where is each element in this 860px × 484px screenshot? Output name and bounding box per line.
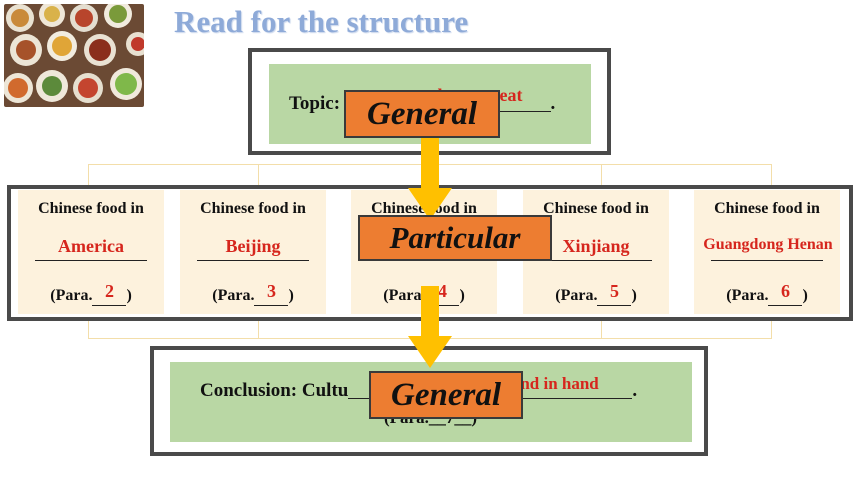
column-label: Chinese food in [714,200,820,217]
column-para: (Para. 5) [523,281,669,306]
column-blank-line [35,260,147,261]
para-number: 5 [609,281,619,301]
column-blank-line [711,260,823,261]
para-column: Chinese food in Beijing (Para. 3) [180,190,326,314]
column-label: Chinese food in [543,200,649,217]
para-suffix: ) [459,287,465,304]
tag-general-top: General [344,90,500,138]
para-prefix: (Para. [383,287,426,304]
para-blank: 5 [597,281,632,306]
para-number: 2 [104,281,114,301]
arrow-down-icon [408,138,452,220]
para-suffix: ) [802,287,808,304]
para-column: Chinese food in America (Para. 2) [18,190,164,314]
para-number: 4 [437,281,447,301]
column-label: Chinese food in [38,200,144,217]
para-blank: 4 [425,281,460,306]
column-para: (Para. 2) [18,281,164,306]
column-label: Chinese food in [200,200,306,217]
para-prefix: (Para. [726,287,769,304]
column-para: (Para. 6) [694,281,840,306]
column-blank-line [540,260,652,261]
page-title: Read for the structure [174,4,469,39]
column-place: Guangdong Henan [703,236,833,253]
conclusion-prefix: Conclusion: Cultu [200,380,349,401]
arrow-down-icon [408,286,452,368]
para-column: Chinese food in Guangdong Henan (Para. 6) [694,190,840,314]
conclusion-answer: hand in hand [502,374,599,393]
para-blank: 2 [92,281,127,306]
column-blank-line [197,260,309,261]
para-number: 6 [780,281,790,301]
tag-general-bottom: General [369,371,523,419]
para-prefix: (Para. [212,287,255,304]
column-place: Beijing [225,236,281,256]
para-blank: 6 [768,281,803,306]
para-suffix: ) [126,287,132,304]
column-place: America [58,236,124,256]
para-prefix: (Para. [555,287,598,304]
column-para: (Para. 4) [351,281,497,306]
food-photo [4,4,144,107]
column-place: Xinjiang [562,236,630,256]
para-number: 3 [266,281,276,301]
topic-suffix: . [550,93,556,114]
column-para: (Para. 3) [180,281,326,306]
para-blank: 3 [254,281,289,306]
para-prefix: (Para. [50,287,93,304]
para-column: Chinese food in Xinjiang (Para. 5) [523,190,669,314]
para-suffix: ) [631,287,637,304]
para-suffix: ) [288,287,294,304]
conclusion-suffix: . [632,380,638,401]
tag-particular: Particular [358,215,552,261]
